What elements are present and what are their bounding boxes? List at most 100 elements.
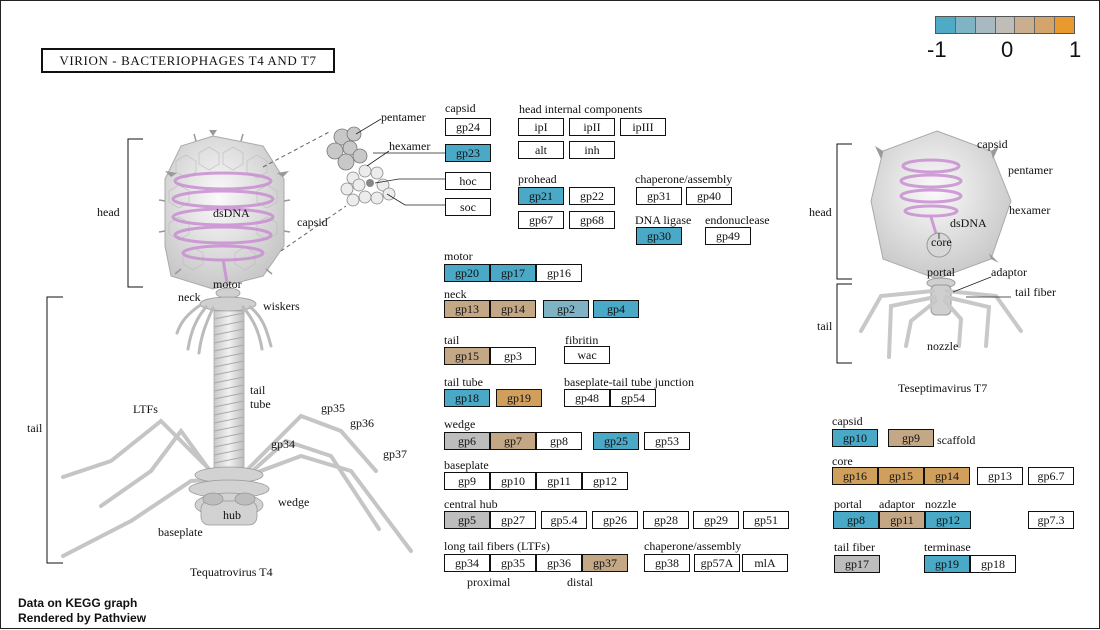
t4-name-label: Tequatrovirus T4 bbox=[190, 565, 273, 579]
gene-box-gp30[interactable]: gp30 bbox=[636, 227, 682, 245]
gene-box-gp29[interactable]: gp29 bbox=[693, 511, 739, 529]
legend-swatch bbox=[995, 17, 1016, 33]
gene-box-gp25[interactable]: gp25 bbox=[593, 432, 639, 450]
t4-capsid-label: capsid bbox=[297, 215, 328, 229]
legend-swatch bbox=[1035, 17, 1056, 33]
gene-box-gp13[interactable]: gp13 bbox=[444, 300, 490, 318]
gene-box-gp21[interactable]: gp21 bbox=[518, 187, 564, 205]
gene-box-gp27[interactable]: gp27 bbox=[490, 511, 536, 529]
legend-min-label: -1 bbox=[927, 37, 947, 62]
gene-box-gp68[interactable]: gp68 bbox=[569, 211, 615, 229]
gene-box-gp31[interactable]: gp31 bbox=[636, 187, 682, 205]
gene-box-gp35[interactable]: gp35 bbox=[490, 554, 536, 572]
gene-box-gp5[interactable]: gp5 bbox=[444, 511, 490, 529]
gene-box-gp36[interactable]: gp36 bbox=[536, 554, 582, 572]
gene-box-wac[interactable]: wac bbox=[564, 346, 610, 364]
gene-box-gp7-3[interactable]: gp7.3 bbox=[1028, 511, 1074, 529]
gene-box-gp15[interactable]: gp15 bbox=[444, 347, 490, 365]
gene-box-gp67[interactable]: gp67 bbox=[518, 211, 564, 229]
group-label-wedge: wedge bbox=[444, 417, 476, 431]
gene-box-gp8[interactable]: gp8 bbox=[833, 511, 879, 529]
gene-box-gp49[interactable]: gp49 bbox=[705, 227, 751, 245]
group-label-chaperone-assembly-2: chaperone/assembly bbox=[644, 539, 742, 553]
gene-box-gp12[interactable]: gp12 bbox=[925, 511, 971, 529]
gene-box-gp26[interactable]: gp26 bbox=[592, 511, 638, 529]
t7-tail-fiber-label: tail fiber bbox=[1015, 285, 1056, 299]
legend-swatch bbox=[1015, 17, 1036, 33]
t7-callout-lines bbox=[938, 233, 1011, 298]
t7-dsdna-label: dsDNA bbox=[950, 216, 987, 230]
gene-box-gp37[interactable]: gp37 bbox=[582, 554, 628, 572]
t4-hexamer-label: hexamer bbox=[389, 139, 431, 153]
legend-mid-label: 0 bbox=[1001, 37, 1014, 62]
gene-box-gp5-4[interactable]: gp5.4 bbox=[541, 511, 587, 529]
gene-box-gp57a[interactable]: gp57A bbox=[694, 554, 740, 572]
gene-box-gp19[interactable]: gp19 bbox=[496, 389, 542, 407]
t4-capsomer-detail bbox=[262, 118, 445, 252]
gene-box-gp11[interactable]: gp11 bbox=[536, 472, 582, 490]
gene-box-gp18[interactable]: gp18 bbox=[970, 555, 1016, 573]
gene-box-gp4[interactable]: gp4 bbox=[593, 300, 639, 318]
gene-box-gp12[interactable]: gp12 bbox=[582, 472, 628, 490]
gene-box-gp19[interactable]: gp19 bbox=[924, 555, 970, 573]
t4-head-label: head bbox=[97, 205, 120, 219]
gene-box-gp22[interactable]: gp22 bbox=[569, 187, 615, 205]
gene-box-gp14[interactable]: gp14 bbox=[490, 300, 536, 318]
gene-box-gp8[interactable]: gp8 bbox=[536, 432, 582, 450]
t7-core-label: core bbox=[931, 235, 952, 249]
color-legend bbox=[935, 16, 1075, 36]
gene-box-gp34[interactable]: gp34 bbox=[444, 554, 490, 572]
gene-box-gp20[interactable]: gp20 bbox=[444, 264, 490, 282]
gene-box-hoc[interactable]: hoc bbox=[445, 172, 491, 190]
gene-box-gp7[interactable]: gp7 bbox=[490, 432, 536, 450]
gene-box-gp9[interactable]: gp9 bbox=[888, 429, 934, 447]
t7-tail-bracket bbox=[836, 283, 852, 364]
gene-box-gp17[interactable]: gp17 bbox=[490, 264, 536, 282]
group-label-t7-tail-fiber: tail fiber bbox=[834, 540, 875, 554]
footer-pathview-note: Rendered by Pathview bbox=[18, 611, 147, 625]
gene-box-inh[interactable]: inh bbox=[569, 141, 615, 159]
gene-box-gp53[interactable]: gp53 bbox=[644, 432, 690, 450]
gene-box-gp6[interactable]: gp6 bbox=[444, 432, 490, 450]
group-label-motor: motor bbox=[444, 249, 473, 263]
gene-box-ipii[interactable]: ipII bbox=[569, 118, 615, 136]
gene-box-gp38[interactable]: gp38 bbox=[644, 554, 690, 572]
gene-box-gp10[interactable]: gp10 bbox=[832, 429, 878, 447]
group-label-t7-capsid: capsid bbox=[832, 414, 863, 428]
t7-hexamer-label: hexamer bbox=[1009, 203, 1051, 217]
gene-box-gp6-7[interactable]: gp6.7 bbox=[1028, 467, 1074, 485]
gene-box-gp40[interactable]: gp40 bbox=[686, 187, 732, 205]
gene-box-gp2[interactable]: gp2 bbox=[543, 300, 589, 318]
gene-box-gp23[interactable]: gp23 bbox=[445, 144, 491, 162]
group-label-neck: neck bbox=[444, 287, 467, 301]
t7-tail-label: tail bbox=[817, 319, 833, 333]
group-label-long-tail-fibers: long tail fibers (LTFs) bbox=[444, 539, 550, 553]
gene-box-gp16[interactable]: gp16 bbox=[536, 264, 582, 282]
gene-box-gp9[interactable]: gp9 bbox=[444, 472, 490, 490]
gene-box-gp24[interactable]: gp24 bbox=[445, 118, 491, 136]
gene-box-gp3[interactable]: gp3 bbox=[490, 347, 536, 365]
gene-box-mla[interactable]: mlA bbox=[742, 554, 788, 572]
gene-box-ipi[interactable]: ipI bbox=[518, 118, 564, 136]
gene-box-ipiii[interactable]: ipIII bbox=[620, 118, 666, 136]
t4-gp36-label: gp36 bbox=[350, 416, 374, 430]
gene-box-soc[interactable]: soc bbox=[445, 198, 491, 216]
gene-box-gp54[interactable]: gp54 bbox=[610, 389, 656, 407]
gene-box-gp18[interactable]: gp18 bbox=[444, 389, 490, 407]
gene-box-alt[interactable]: alt bbox=[518, 141, 564, 159]
gene-box-gp28[interactable]: gp28 bbox=[643, 511, 689, 529]
gene-box-gp17[interactable]: gp17 bbox=[834, 555, 880, 573]
gene-box-gp51[interactable]: gp51 bbox=[743, 511, 789, 529]
t4-pentamer-label: pentamer bbox=[381, 110, 426, 124]
gene-box-gp13[interactable]: gp13 bbox=[977, 467, 1023, 485]
gene-box-gp48[interactable]: gp48 bbox=[564, 389, 610, 407]
gene-box-gp10[interactable]: gp10 bbox=[490, 472, 536, 490]
t7-pentamer-label: pentamer bbox=[1008, 163, 1053, 177]
gene-box-gp11[interactable]: gp11 bbox=[879, 511, 925, 529]
group-label-head-internal: head internal components bbox=[519, 102, 643, 116]
gene-box-gp15[interactable]: gp15 bbox=[878, 467, 924, 485]
gene-box-gp16[interactable]: gp16 bbox=[832, 467, 878, 485]
gene-box-gp14[interactable]: gp14 bbox=[924, 467, 970, 485]
legend-swatch bbox=[955, 17, 976, 33]
